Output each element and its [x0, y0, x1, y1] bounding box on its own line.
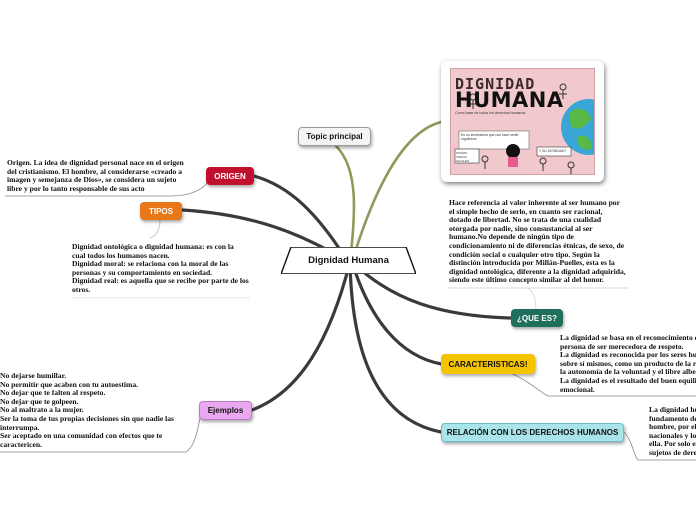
relacion-text-line: La dignidad hu [649, 405, 696, 414]
caracteristicas-text-line: emocional. [560, 384, 595, 394]
topic-image-card[interactable]: DIGNIDAD HUMANA Como base de todos los d… [441, 61, 604, 182]
caracteristicas-text-line: sobre sí mismos, como un producto de la … [560, 358, 696, 368]
ejemplos-text-line: No dejar que te golpeen. [0, 396, 79, 406]
caracteristicas-text-line: La dignidad es reconocida por los seres … [560, 350, 696, 360]
leaf-connector-caracteristicas [507, 371, 696, 397]
tipos-text-line: otros. [72, 284, 91, 294]
relacion-text: La dignidad hu fundamento de hombre, por… [649, 405, 696, 458]
leaf-connector-relacion [623, 431, 696, 461]
que-es-text-line: condicionamiento ni de diferencias étnic… [449, 240, 625, 250]
caracteristicas-text-line: la autonomía de la voluntad y el libre a… [560, 367, 696, 377]
relacion-text-line: fundamento de [649, 413, 696, 423]
ejemplos-text-line: No permitir que acaben con tu autoestima… [0, 379, 139, 389]
origen-label: ORIGEN [214, 171, 246, 181]
central-topic-shape [281, 247, 416, 274]
que-es-text-line: distinción introducida por Millán-Puelle… [449, 258, 615, 268]
caracteristicas-text-line: La dignidad es el resultado del buen equ… [560, 375, 696, 385]
origen-text-line: libre y por lo tanto responsable de sus … [7, 183, 145, 193]
ejemplos-label: Ejemplos [207, 406, 244, 415]
illustration-badge: Y SU DIGNIDAD? [539, 149, 567, 153]
que-es-text: Hace referencia al valor inherente al se… [449, 198, 626, 285]
ejemplos-node[interactable]: Ejemplos [199, 401, 252, 420]
relacion-text-line: sujetos de derec [649, 447, 696, 457]
ejemplos-text-line: No al maltrato a la mujer. [0, 405, 84, 415]
que-es-text-line: dignidad ontológica, diferente a la dign… [449, 266, 626, 276]
que-es-text-line: humano.No depende de ningún tipo de [449, 232, 574, 242]
origen-text-line: imagen y semejanza de Dios», se consider… [7, 175, 177, 185]
que-es-label: ¿QUE ES? [516, 313, 557, 323]
dignidad-humana-illustration: DIGNIDAD HUMANA Como base de todos los d… [450, 68, 595, 175]
leaf-connector-que-es [448, 287, 628, 311]
origen-node[interactable]: ORIGEN [206, 167, 254, 185]
caracteristicas-text-line: persona de ser merecedora de respeto. [560, 341, 684, 351]
relacion-node[interactable]: RELACIÓN CON LOS DERECHOS HUMANOS [441, 423, 624, 442]
tipos-text-line: Dignidad moral: se relaciona con la mora… [72, 259, 229, 269]
connector-topic-principal [334, 144, 356, 264]
topic-principal-node[interactable]: Topic principal [298, 127, 371, 146]
ejemplos-text-line: Ser la toma de tus propias decisiones si… [0, 413, 174, 423]
tipos-text-line: Dignidad ontológica o dignidad humana: e… [72, 242, 234, 251]
connector-caracteristicas [350, 260, 443, 366]
connector-que-es [350, 260, 512, 320]
que-es-text-line: siendo este último concepto similar al d… [449, 275, 604, 285]
relacion-text-line: hombre, por el [649, 422, 696, 432]
que-es-node[interactable]: ¿QUE ES? [511, 309, 563, 327]
que-es-text-line: el simple hecho de serlo, en cuanto ser … [449, 206, 603, 216]
ejemplos-text-line: No dejarse humillar. [0, 371, 67, 380]
ejemplos-text: No dejarse humillar. No permitir que aca… [0, 371, 174, 449]
origen-text-line: Origen. La idea de dignidad personal nac… [7, 158, 184, 167]
tipos-text-line: cual todos los humanos nacen. [72, 250, 170, 260]
que-es-text-line: dotado de libertad. No se trata de una c… [449, 215, 602, 225]
que-es-text-line: condición social o cualquier otro tipo. … [449, 249, 600, 259]
ejemplos-text-line: No dejar que te falten al respeto. [0, 388, 106, 398]
illustration-subtitle: Como base de todos los derechos humanos [455, 111, 526, 115]
illustration-title-2: HUMANA [455, 88, 564, 112]
illustration-art [454, 83, 594, 174]
caracteristicas-label: CARACTERISTICAS! [448, 359, 528, 369]
caracteristicas-node[interactable]: CARACTERISTICAS! [441, 354, 535, 374]
illustration-small-text: Es un sentimiento que nos hace sentir or… [461, 133, 519, 141]
leaf-connector-ejemplos [0, 417, 201, 453]
que-es-text-line: Hace referencia al valor inherente al se… [449, 198, 620, 207]
tipos-node[interactable]: TIPOS [140, 202, 182, 220]
relacion-text-line: nacionales y lo [649, 430, 696, 440]
tipos-text: Dignidad ontológica o dignidad humana: e… [72, 242, 249, 295]
topic-principal-label: Topic principal [306, 132, 363, 141]
connector-relacion [348, 260, 443, 434]
illustration-sign: SOMOS TODOS IGUALES [456, 151, 470, 163]
caracteristicas-text-line: La dignidad se basa en el reconocimiento… [560, 333, 696, 342]
central-topic-label: Dignidad Humana [308, 255, 389, 266]
ejemplos-text-line: interrumpa. [0, 422, 40, 432]
origen-text-line: del cristianismo. El hombre, al consider… [7, 166, 182, 176]
que-es-text-line: otorgada por nadie, sino consustancial a… [449, 223, 593, 233]
tipos-text-line: Dignidad real: es aquella que se recibe … [72, 276, 249, 286]
ejemplos-text-line: Ser aceptado en una comunidad con efecto… [0, 431, 163, 441]
central-topic[interactable]: Dignidad Humana [281, 247, 416, 274]
relacion-label: RELACIÓN CON LOS DERECHOS HUMANOS [446, 428, 619, 437]
tipos-text-line: personas y su comportamiento en sociedad… [72, 267, 213, 277]
origen-text: Origen. La idea de dignidad personal nac… [7, 158, 184, 193]
ejemplos-text-line: caractericen. [0, 439, 42, 449]
tipos-label: TIPOS [148, 206, 173, 216]
caracteristicas-text: La dignidad se basa en el reconocimiento… [560, 333, 696, 394]
relacion-text-line: ella. Por solo el [649, 439, 696, 449]
leaf-connector-tipos [149, 219, 161, 239]
connector-ejemplos [250, 260, 352, 412]
connector-topic-image [350, 120, 443, 264]
illustration-title-1: DIGNIDAD [455, 75, 536, 93]
